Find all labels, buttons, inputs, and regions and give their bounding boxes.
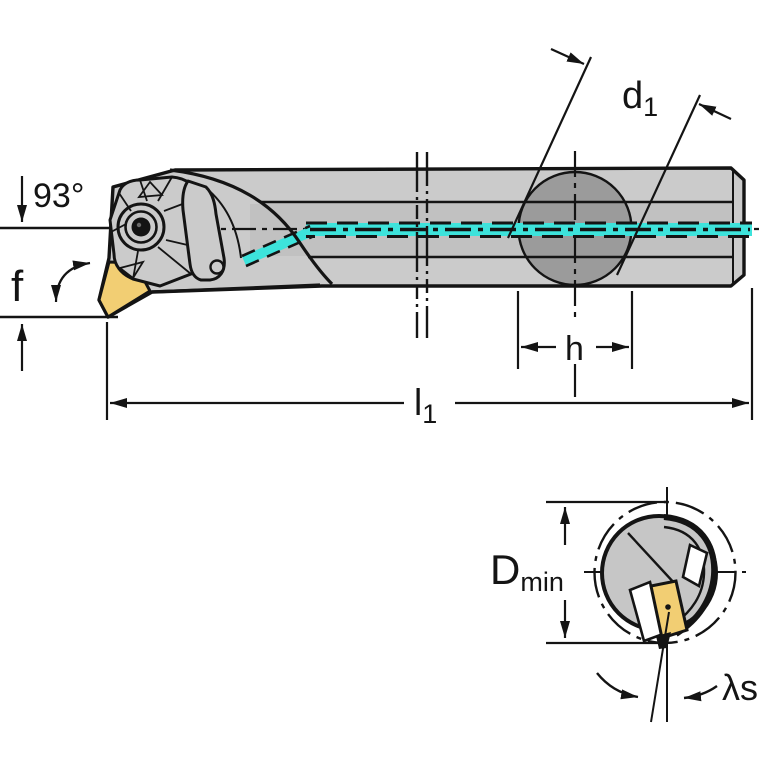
clamp-finger [681,543,709,588]
head-bottom-edge [151,283,321,294]
head-flank-curve [169,168,334,286]
d1-label: d1 [622,75,658,122]
arm-pocket-curve [205,187,242,259]
h-label: h [565,330,584,368]
f-dimension: f [0,262,118,371]
end-view: Dmin λs [490,487,758,723]
dmin-label: Dmin [490,546,564,597]
lambda-s-dimension: λs [596,611,758,723]
clamp-arm [181,179,226,282]
l1-dimension: l1 [105,288,754,429]
l1-label: l1 [414,382,437,429]
end-view-pocket [627,514,718,649]
f-label: f [11,262,24,311]
main-view: 93° f d1 h [0,47,765,429]
end-view-crosshair [584,487,748,648]
dmin-dimension: Dmin [490,500,668,645]
d1-dimension: d1 [507,47,732,276]
lead-angle-dimension: 93° [17,176,91,303]
break-lines [415,152,429,338]
lead-angle-label: 93° [33,177,84,215]
cutting-head [97,168,334,319]
clamp-screw [116,202,166,252]
h-dimension: h [516,291,634,369]
lambda-s-label: λs [722,667,758,708]
lead-angle-arc [51,260,91,303]
arm-hole [209,259,225,275]
